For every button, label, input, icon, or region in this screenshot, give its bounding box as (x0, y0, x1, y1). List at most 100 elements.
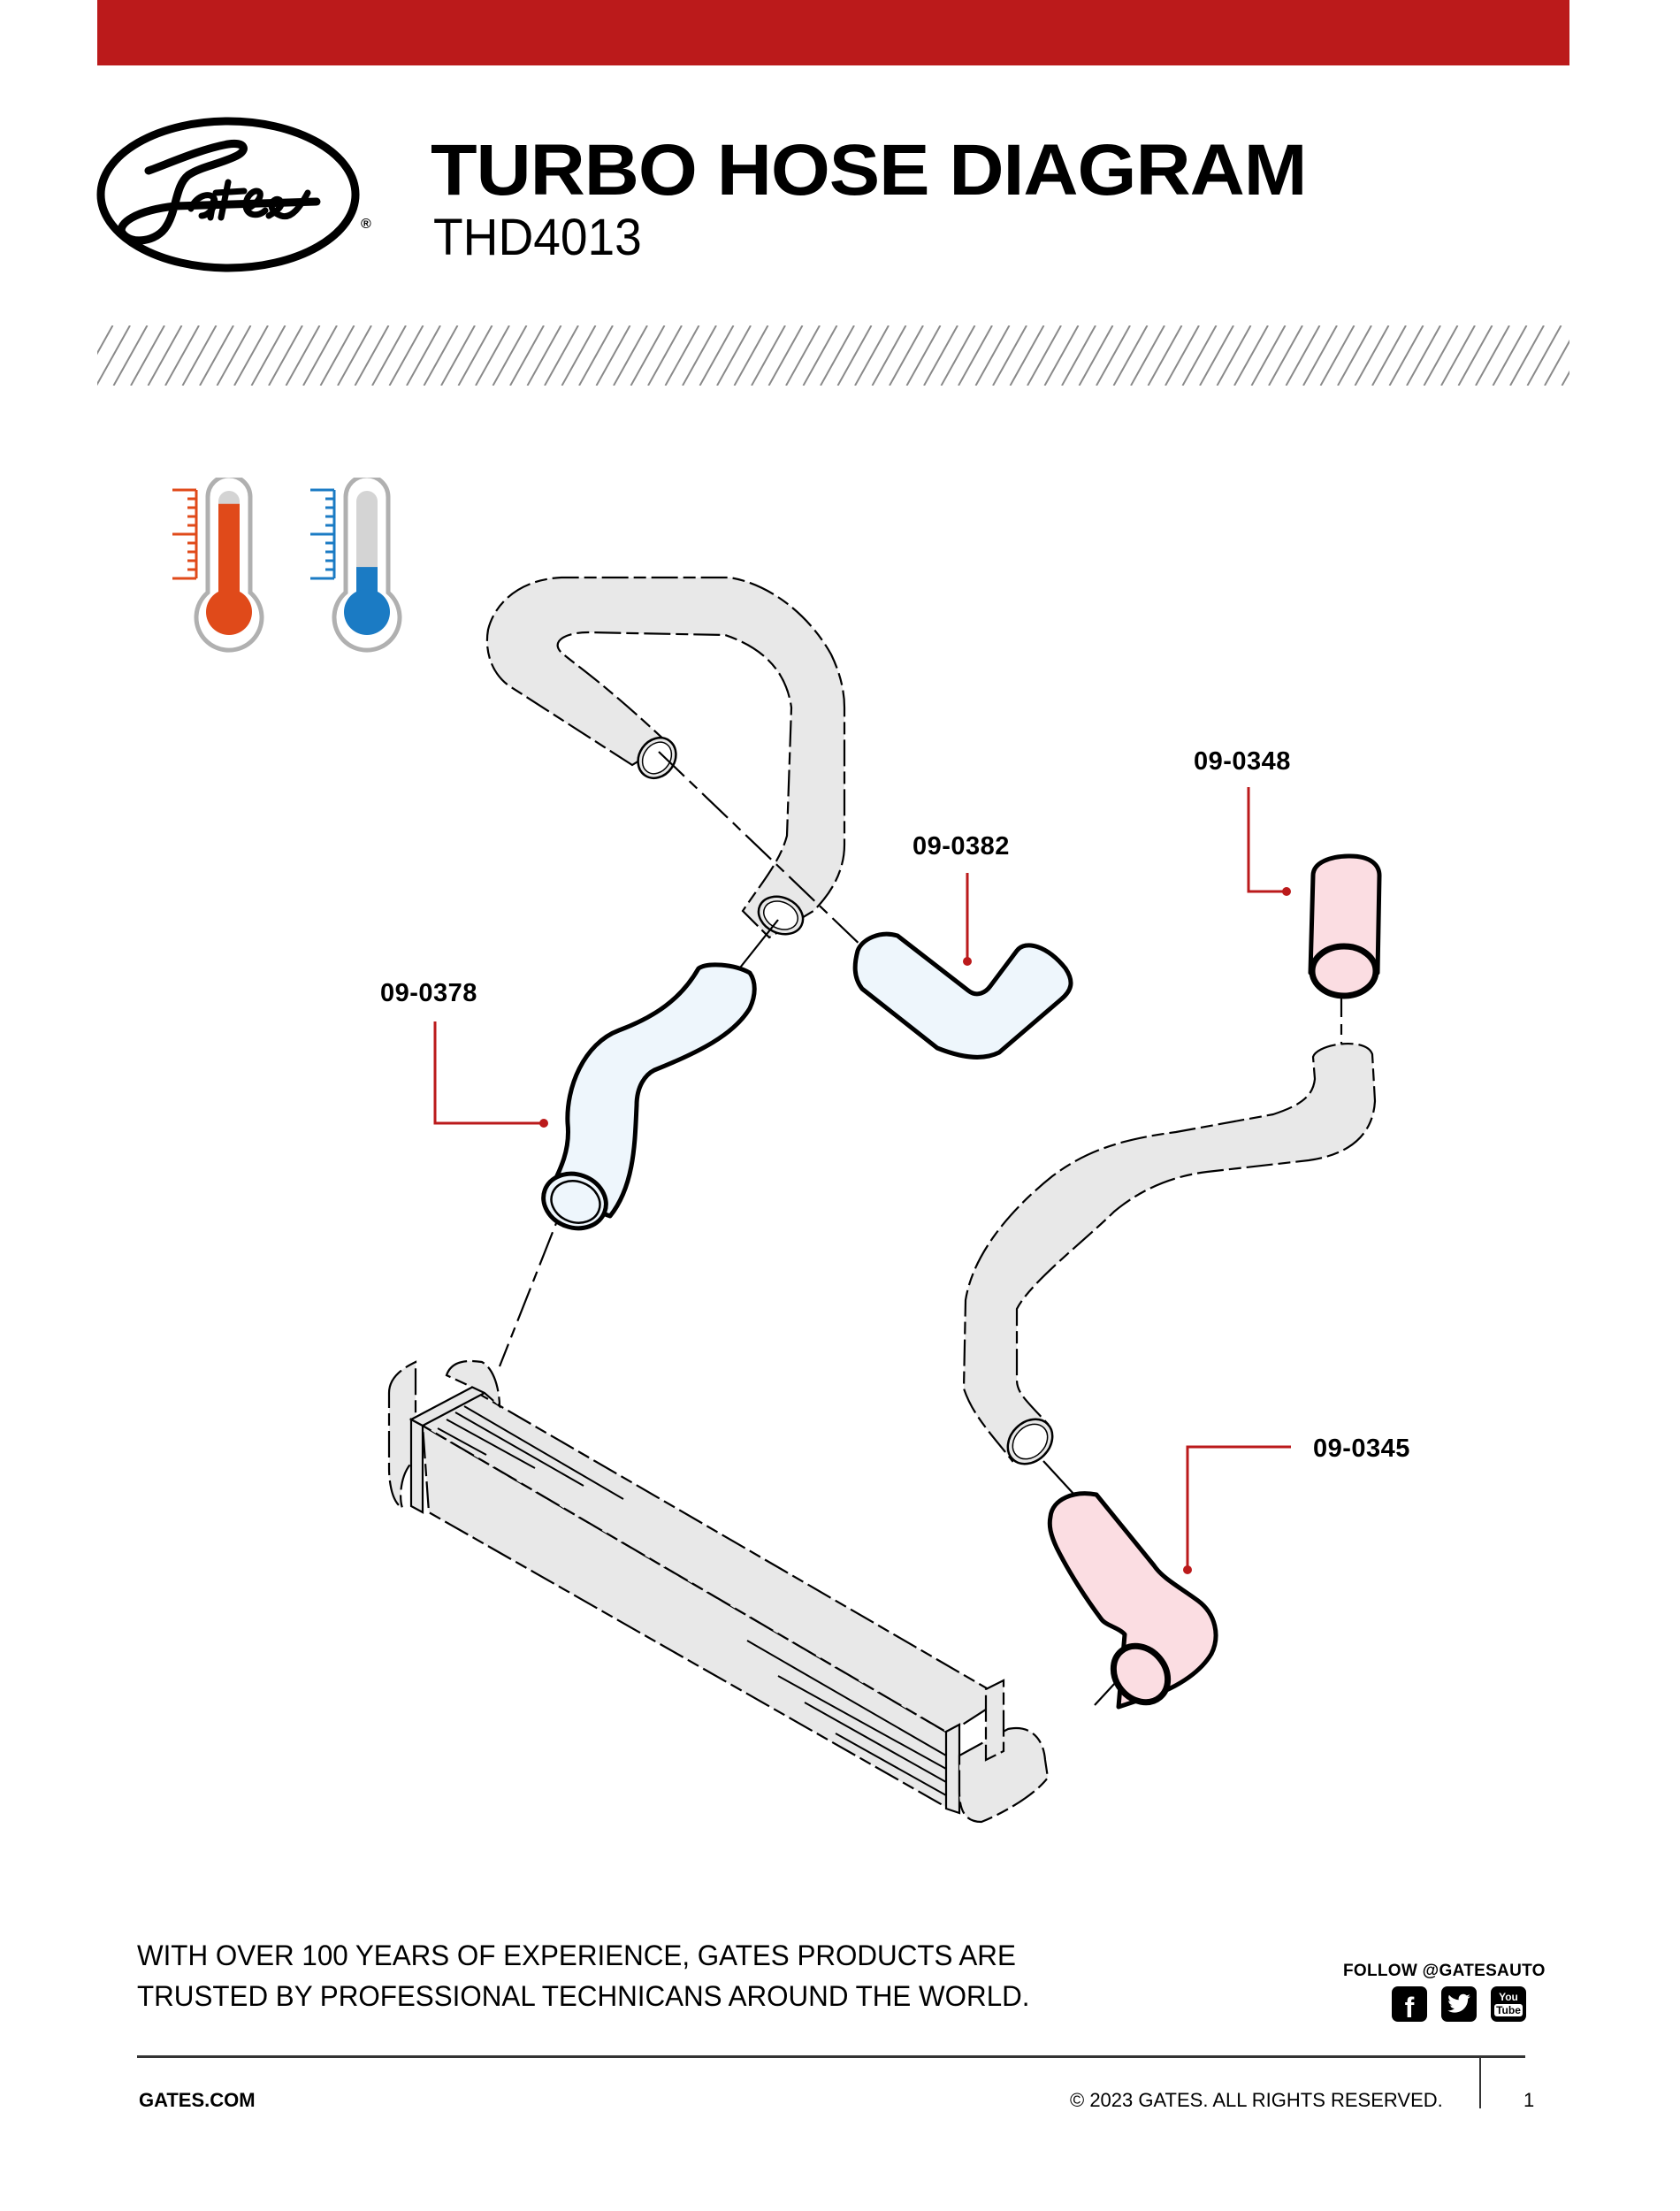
hatch-stripe (613, 325, 648, 386)
hatch-stripe (526, 325, 562, 386)
hatch-stripe (1388, 325, 1424, 386)
follow-handle: FOLLOW @GATESAUTO (1343, 1962, 1546, 1980)
hatch-stripe (1526, 325, 1562, 386)
hatch-stripe (268, 325, 303, 386)
hatch-stripe (854, 325, 890, 386)
hatch-stripe (1406, 325, 1441, 386)
hatch-stripe (1440, 325, 1476, 386)
hatch-stripe (302, 325, 338, 386)
part-label-09-0348: 09-0348 (1194, 747, 1291, 776)
hatch-stripe (871, 325, 907, 386)
gates-wordmark (117, 139, 321, 245)
hatch-stripe (1302, 325, 1338, 386)
hatch-stripe (337, 325, 372, 386)
tagline-line-1: WITH OVER 100 YEARS OF EXPERIENCE, GATES… (137, 1939, 1016, 1971)
hatch-stripe (371, 325, 407, 386)
hatch-stripe (1061, 325, 1096, 386)
website-link[interactable]: GATES.COM (139, 2089, 256, 2111)
context-intercooler (387, 1359, 1050, 1824)
hatch-stripe (905, 325, 942, 386)
hot-mercury (218, 503, 240, 600)
youtube-icon-top: You (1499, 1991, 1518, 2003)
hatch-stripe (130, 325, 165, 386)
part-09-0348-shape (1308, 853, 1382, 999)
hatch-stripe (767, 325, 804, 386)
facebook-button[interactable]: f (1392, 1986, 1427, 2024)
top-accent-bar (97, 0, 1569, 65)
hatch-stripe (889, 325, 924, 386)
page-title: TURBO HOSE DIAGRAM (431, 130, 1307, 210)
hatch-stripe (1250, 325, 1287, 386)
gates-logo: ® (96, 117, 371, 272)
hatch-stripe (630, 325, 666, 386)
copyright: © 2023 GATES. ALL RIGHTS RESERVED. (1070, 2089, 1443, 2111)
hatch-stripe (1354, 325, 1390, 386)
context-hose-upper (485, 576, 846, 939)
youtube-button[interactable]: You Tube (1491, 1986, 1526, 2022)
hatch-stripe (716, 325, 752, 386)
hatch-stripe (1181, 325, 1218, 386)
thermometer-hot-icon (172, 478, 264, 653)
hatch-stripe (1216, 325, 1252, 386)
registered-mark: ® (361, 217, 371, 232)
footer-divider (137, 2055, 1525, 2058)
part-label-09-0378: 09-0378 (380, 979, 477, 1007)
tagline-line-2: TRUSTED BY PROFESSIONAL TECHNICANS AROUN… (137, 1980, 1030, 2012)
hatch-stripe (97, 325, 114, 356)
hatch-stripe (1199, 325, 1234, 386)
hatch-stripe (561, 325, 597, 386)
hatch-stripe (1371, 325, 1407, 386)
callout-09-0348: 09-0348 (1194, 747, 1291, 896)
hatch-stripe (354, 325, 390, 386)
hatch-stripe (1544, 339, 1569, 386)
diagram-code: THD4013 (433, 209, 642, 266)
thermometer-cold-icon (310, 478, 402, 653)
hatch-stripe (1509, 325, 1545, 386)
twitter-button[interactable] (1441, 1986, 1477, 2022)
hatch-stripe (1268, 325, 1303, 386)
hatch-stripe (699, 325, 735, 386)
page-number: 1 (1523, 2089, 1535, 2111)
hatch-stripe (595, 325, 631, 386)
callout-09-0382: 09-0382 (913, 832, 1010, 966)
part-label-09-0382: 09-0382 (913, 832, 1010, 861)
hatch-stripe (802, 325, 838, 386)
hatch-stripe (785, 325, 821, 386)
callout-09-0345: 09-0345 (1183, 1434, 1409, 1574)
hatch-stripe (406, 325, 441, 386)
hatch-stripe (940, 325, 976, 386)
hatch-stripe (233, 325, 269, 386)
hatch-stripe (492, 325, 528, 386)
hatch-stripe (992, 325, 1027, 386)
hatch-stripe (1561, 370, 1569, 386)
hatch-stripe (147, 325, 183, 386)
part-09-0382-shape (852, 931, 1073, 1060)
hatch-stripe (1130, 325, 1165, 386)
facebook-icon: f (1404, 1991, 1415, 2024)
hatch-stripe (285, 325, 321, 386)
hatch-stripe (682, 325, 717, 386)
hatch-stripe (1009, 325, 1045, 386)
hatch-stripe (820, 325, 855, 386)
part-09-0378-shape (541, 962, 757, 1231)
hatch-stripe (1285, 325, 1321, 386)
hatch-stripe (1319, 325, 1355, 386)
hatch-stripe (216, 325, 252, 386)
hatch-stripe (1423, 325, 1459, 386)
hatch-stripe (1027, 325, 1062, 386)
hatch-stripe (1492, 325, 1528, 386)
hatch-stripe (1165, 325, 1200, 386)
hatch-stripe (250, 325, 286, 386)
temperature-legend (172, 478, 402, 653)
hatch-divider (97, 325, 1569, 386)
hatch-stripe (647, 325, 683, 386)
hatch-stripe (923, 325, 958, 386)
youtube-icon: Tube (1494, 2004, 1523, 2016)
tagline: WITH OVER 100 YEARS OF EXPERIENCE, GATES… (137, 1935, 1029, 2016)
hose-diagram: .ctx { fill:#e8e8e8; stroke:#000; stroke… (380, 576, 1409, 1824)
hatch-stripe (1112, 325, 1149, 386)
hot-scale-ticks (172, 488, 198, 580)
hatch-stripe (958, 325, 993, 386)
cold-scale-ticks (310, 488, 336, 580)
hatch-stripe (475, 325, 510, 386)
